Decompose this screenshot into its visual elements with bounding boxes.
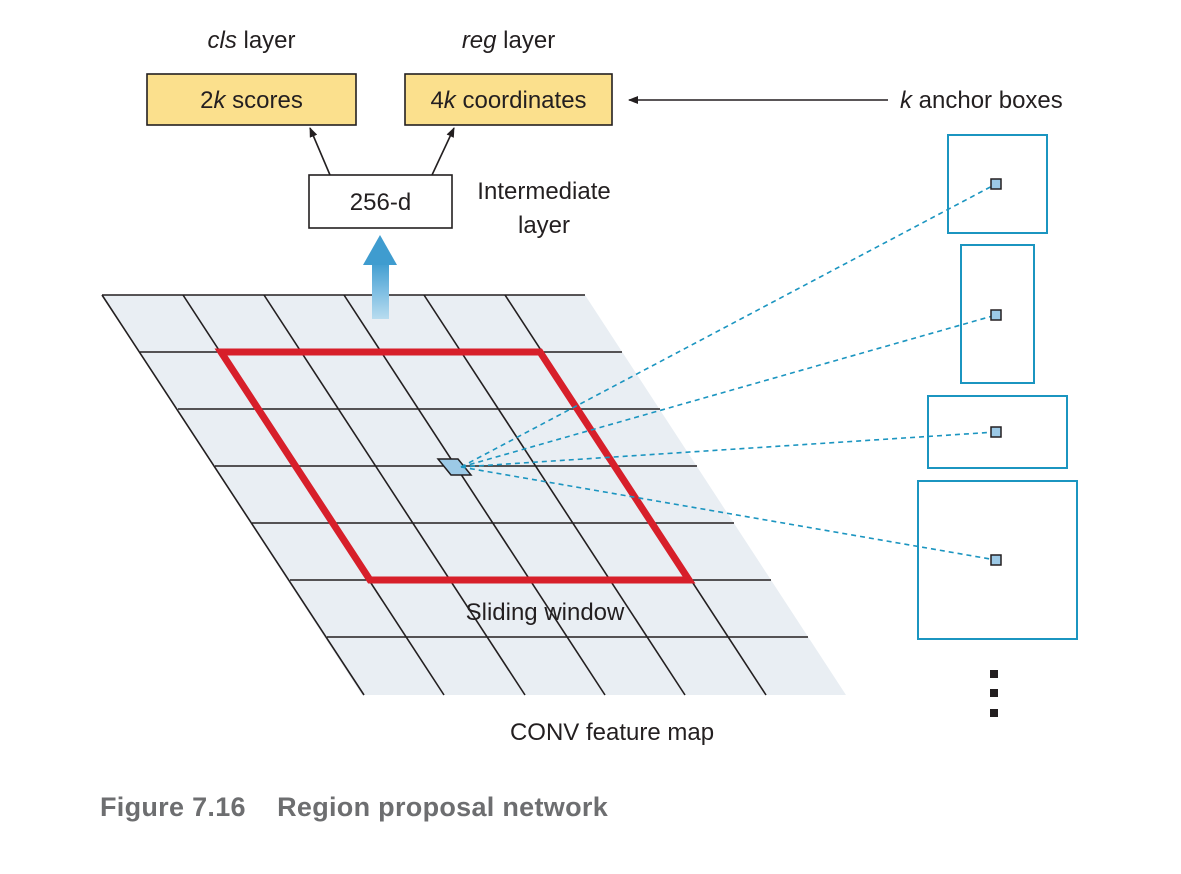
intermediate-layer-box	[308, 174, 453, 229]
sliding-window-label: Sliding window	[466, 599, 625, 626]
intermediate-layer-label-line1: Intermediate	[477, 178, 610, 205]
arrow-to-cls	[309, 127, 331, 176]
anchor-boxes	[917, 134, 1078, 640]
figure-title: Region proposal network	[277, 792, 609, 822]
cls-layer-title: cls layer	[207, 27, 295, 54]
anchor-box-4	[917, 480, 1078, 640]
cls-scores-box	[146, 73, 357, 126]
figure-number: Figure 7.16	[100, 792, 246, 822]
sliding-window-center-marker	[436, 458, 473, 476]
cls-scores-label: 2k scores	[200, 87, 303, 114]
output-arrows	[309, 127, 455, 176]
sliding-window-outline	[214, 348, 696, 584]
reg-coordinates-label: 4k coordinates	[430, 87, 586, 114]
vertical-ellipsis-icon	[990, 670, 998, 717]
anchor-center-1	[990, 178, 1002, 190]
intermediate-box-label: 256-d	[350, 189, 411, 216]
anchor-box-1	[947, 134, 1048, 234]
intermediate-layer-label-line2: layer	[518, 212, 570, 239]
anchor-projection-lines	[460, 183, 997, 561]
anchor-box-3	[927, 395, 1068, 469]
figure-caption: Figure 7.16 Region proposal network	[100, 792, 608, 823]
reg-coordinates-box	[404, 73, 613, 126]
anchor-center-2	[990, 309, 1002, 321]
k-anchor-boxes-label: k anchor boxes	[900, 87, 1063, 114]
anchor-center-3	[990, 426, 1002, 438]
reg-layer-title: reg layer	[462, 27, 555, 54]
arrow-to-reg	[431, 127, 455, 176]
conv-feature-map	[101, 294, 846, 696]
anchor-center-4	[990, 554, 1002, 566]
up-arrow-icon	[363, 235, 397, 319]
anchor-centers	[990, 178, 1002, 566]
anchor-box-2	[960, 244, 1035, 384]
conv-feature-map-label: CONV feature map	[510, 719, 714, 746]
